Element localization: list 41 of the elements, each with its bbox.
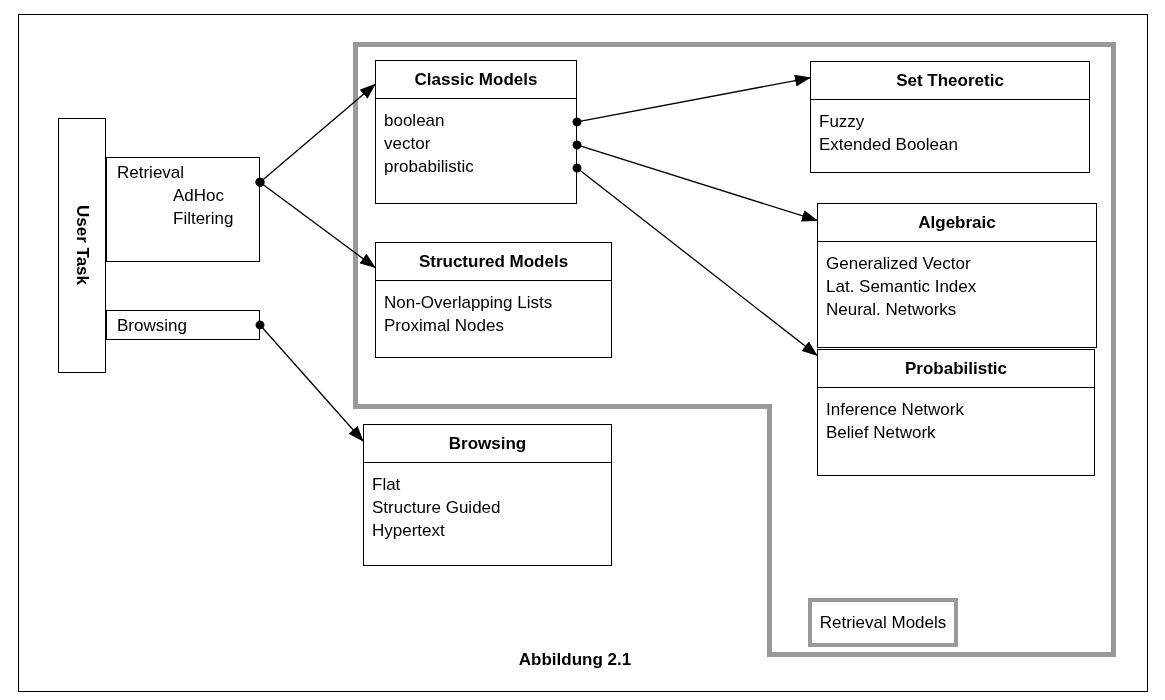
arrow (572, 74, 811, 127)
list-item: Generalized Vector (825, 253, 972, 275)
list-item: Extended Boolean (818, 134, 959, 156)
card-title: Structured Models (376, 243, 611, 281)
list-item: Flat (371, 474, 402, 496)
list-item: boolean (383, 110, 446, 132)
card-title: Classic Models (376, 61, 576, 99)
task-box (106, 157, 260, 262)
model-card (817, 349, 1095, 476)
arrow (572, 140, 818, 222)
list-item: Proximal Nodes (383, 315, 505, 337)
list-item: vector (383, 133, 432, 155)
card-title: Algebraic (818, 204, 1096, 242)
arrow (572, 163, 818, 356)
model-card (817, 203, 1097, 348)
model-card (810, 61, 1090, 173)
model-card (375, 60, 577, 204)
list-item: Filtering (172, 208, 235, 230)
card-title: Browsing (364, 425, 611, 463)
list-item: Belief Network (825, 422, 937, 444)
card-title: Probabilistic (818, 350, 1094, 388)
list-item: probabilistic (383, 156, 475, 178)
list-item: Non-Overlapping Lists (383, 292, 554, 314)
legend-item: Retrieval Models (808, 598, 958, 647)
arrow (255, 320, 364, 442)
task-box (106, 310, 260, 340)
list-item: Hypertext (371, 520, 446, 542)
task-box: User Task (58, 118, 106, 373)
card-title: Set Theoretic (811, 62, 1089, 100)
list-item: Lat. Semantic Index (825, 276, 978, 298)
list-item: Browsing (117, 315, 188, 337)
arrow (255, 177, 376, 269)
list-item: Fuzzy (818, 111, 866, 133)
model-card (363, 424, 612, 566)
list-item: Neural. Networks (825, 299, 958, 321)
figure-caption: Abbildung 2.1 (517, 650, 633, 670)
list-item: AdHoc (172, 185, 226, 207)
list-item: Retrieval (117, 162, 186, 184)
list-item: Inference Network (825, 399, 965, 421)
list-item: Structure Guided (371, 497, 502, 519)
model-card (375, 242, 612, 358)
